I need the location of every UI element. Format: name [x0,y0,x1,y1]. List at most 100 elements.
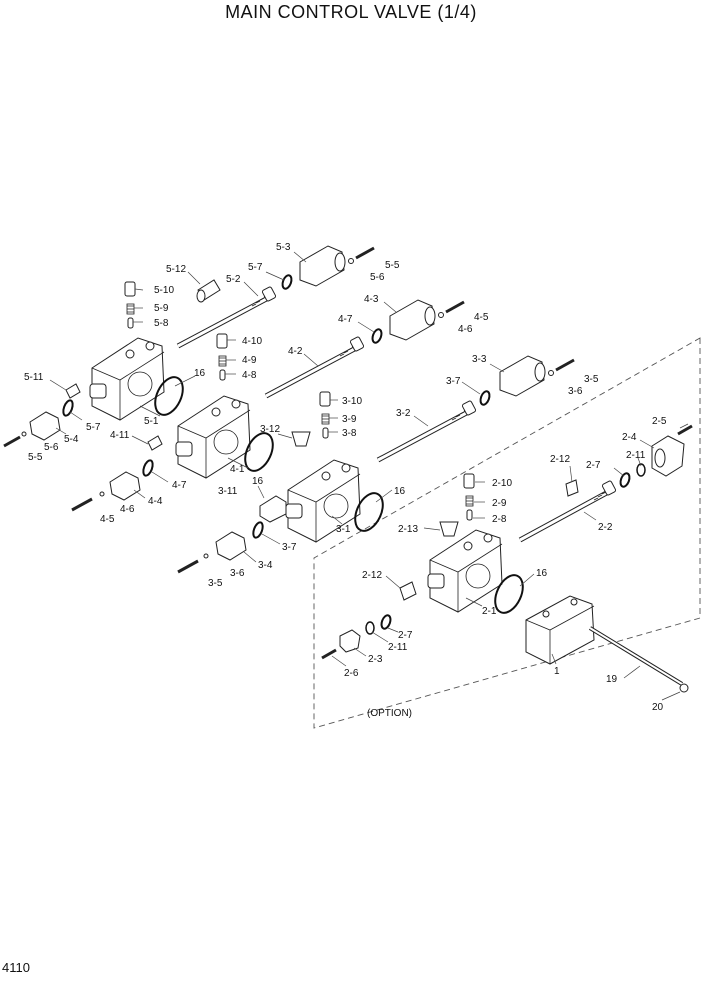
o-ring-4-7-b [142,459,154,477]
bolt-2-6 [321,648,337,660]
callout: 5-11 [24,372,44,383]
callout: 2-8 [492,514,507,525]
bolt-3-5 [555,358,575,372]
callout: 5-4 [64,434,79,445]
callout: 1 [554,666,560,677]
callout: 19 [606,674,618,685]
callout: 2-10 [492,478,512,489]
section-2 [321,424,693,693]
callout: 4-9 [242,355,257,366]
washer-5-6 [348,258,354,264]
valve-body-4-1 [177,395,251,479]
plug-5-11 [65,383,81,399]
cover-4-3 [389,299,435,341]
callout: 2-4 [622,432,637,443]
bolt-3-5-b [177,559,199,574]
o-ring-2-7-a [619,472,631,488]
cap-3-4 [215,531,247,561]
callout: 2-12 [550,454,570,465]
o-ring-16-c [354,492,384,532]
callout: 3-6 [230,568,245,579]
cap-3-10 [319,391,331,407]
spool-5-2 [176,286,277,349]
cap-5-10 [124,281,136,297]
plug-4-11 [147,435,163,451]
callout: 5-12 [166,264,186,275]
callout: 5-10 [154,285,174,296]
callout: 5-7 [86,422,101,433]
nut-20 [679,683,689,693]
callout: 3-8 [342,428,357,439]
valve-body-3-1 [287,459,361,543]
plug-2-12-b [399,581,417,601]
spool-4-2 [264,336,365,399]
bolt-2-5 [677,424,693,436]
cap-2-10 [463,473,475,489]
callout: 2-2 [598,522,613,533]
callout: 3-7 [446,376,461,387]
plug-2-13 [439,521,459,537]
callout: 4-6 [120,504,135,515]
valve-body-5-1 [91,337,165,421]
washer-3-6 [548,370,554,376]
washer-4-6 [438,312,444,318]
callout: 16 [252,476,264,487]
o-ring-4-7-a [371,328,383,344]
section-5 [3,245,375,448]
callout: 2-12 [362,570,382,581]
callout: 3-3 [472,354,487,365]
cover-3-3 [499,355,545,397]
callout: 2-6 [344,668,359,679]
callout: 4-11 [110,430,130,441]
o-ring-5-7-b [62,399,74,417]
callout: 4-5 [474,312,489,323]
callout: 5-1 [144,416,159,427]
callout: 16 [536,568,548,579]
callout: 4-7 [338,314,353,325]
option-label: (OPTION) [367,708,412,719]
callout: 5-8 [154,318,169,329]
cap-3-11 [259,495,287,523]
cover-2-3 [339,629,361,653]
poppet-3-8 [322,427,329,439]
callout: 3-7 [282,542,297,553]
o-ring-5-7-a [281,274,293,290]
page-number: 4110 [2,960,30,975]
callout: 5-6 [370,272,385,283]
o-ring-3-7-b [252,521,264,539]
callout: 3-10 [342,396,362,407]
callout: 3-5 [208,578,223,589]
page-title: MAIN CONTROL VALVE (1/4) [225,2,477,22]
callout: 2-7 [398,630,413,641]
callout: 5-7 [248,262,263,273]
callout: 3-11 [218,486,238,497]
o-ring-2-7-b [380,614,392,630]
cap-5-4 [29,411,61,441]
o-ring-16-b [244,432,274,472]
o-ring-16-d [494,574,524,614]
callout: 4-2 [288,346,303,357]
cover-5-3 [299,245,345,287]
callout: 16 [394,486,406,497]
bolt-5-5 [355,246,375,260]
o-ring-16-a [154,376,184,416]
o-ring-3-7-a [479,390,491,406]
callout: 2-7 [586,460,601,471]
callout: 2-11 [388,642,408,653]
callout: 5-3 [276,242,291,253]
bolt-5-5-b [3,435,21,448]
leader-lines [49,251,689,701]
seal-2-11-a [636,463,646,477]
callout: 3-2 [396,408,411,419]
callout: 4-10 [242,336,262,347]
poppet-2-8 [466,509,473,521]
section-3 [177,355,575,574]
cap-4-4 [109,471,141,501]
callout: 5-2 [226,274,241,285]
bolt-4-5-b [71,497,93,512]
callout: 4-5 [100,514,115,525]
callout: 5-5 [385,260,400,271]
callout: 3-5 [584,374,599,385]
callout: 5-5 [28,452,43,463]
